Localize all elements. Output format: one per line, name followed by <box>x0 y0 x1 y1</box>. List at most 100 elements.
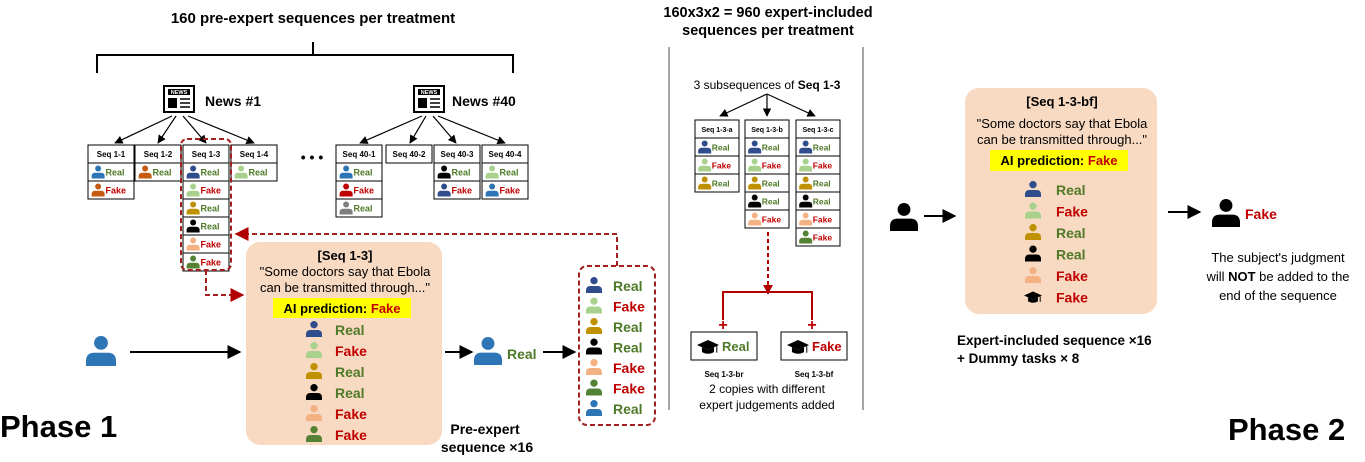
graduation-cap-icon <box>697 340 719 354</box>
dashed-arrow-to-card <box>205 270 245 302</box>
person-icon <box>586 400 602 416</box>
person-icon <box>306 321 322 337</box>
person-icon <box>306 426 322 442</box>
judgment-label: Real <box>152 168 171 178</box>
phase1-label: Phase 1 <box>0 409 117 444</box>
subject-person-icon <box>86 336 116 366</box>
judgment-label: Fake <box>813 215 833 225</box>
phase1-caption-line1: Pre-expert <box>450 421 520 437</box>
person-icon <box>234 165 248 179</box>
person-icon <box>186 237 200 251</box>
news-40-label: News #40 <box>452 93 516 109</box>
judgment-label: Real <box>353 168 372 178</box>
judgment-label: Fake <box>813 233 833 243</box>
ellipsis: • • • <box>301 149 324 165</box>
judgment-label: Real <box>335 385 365 401</box>
sequence-id: Seq 1-3-c <box>802 127 833 134</box>
person-icon <box>186 255 200 269</box>
phase2-subject-judgment: Fake <box>1245 206 1277 222</box>
subsequence-label: 3 subsequences of Seq 1-3 <box>694 78 841 92</box>
judgment-label: Real <box>813 197 831 207</box>
judgment-label: Real <box>1056 225 1086 241</box>
judgment-label: Real <box>762 143 780 153</box>
sequence-id: Seq 1-1 <box>97 150 126 159</box>
person-icon <box>86 336 116 366</box>
judgment-label: Fake <box>200 186 221 196</box>
judgment-label: Fake <box>105 186 126 196</box>
news-badge: NEWS <box>171 90 188 96</box>
person-icon <box>799 230 813 244</box>
person-icon <box>748 158 762 172</box>
card-title: [Seq 1-3] <box>318 248 373 263</box>
judgment-label: Fake <box>335 427 367 443</box>
judgment-label: Fake <box>613 360 645 376</box>
graduation-cap-icon <box>787 340 809 354</box>
person-icon <box>306 384 322 400</box>
news-branch-arrows <box>114 115 506 145</box>
person-icon <box>586 277 602 293</box>
judgment-label: Real <box>613 340 643 356</box>
person-icon <box>186 201 200 215</box>
ai-prediction: AI prediction: Fake <box>1000 153 1117 168</box>
judgment-label: Fake <box>762 215 782 225</box>
subject-judgment-icon <box>474 337 502 365</box>
phase2-subject-icon <box>890 203 918 231</box>
judgment-label: Real <box>613 401 643 417</box>
phase1-card: [Seq 1-3] "Some doctors say that Ebola c… <box>246 242 442 445</box>
person-icon <box>1025 224 1041 240</box>
subsequence-arrows <box>719 93 816 117</box>
judgment-label: Real <box>613 319 643 335</box>
person-icon <box>437 183 451 197</box>
person-icon <box>698 176 712 190</box>
person-icon <box>186 183 200 197</box>
person-icon <box>1025 245 1041 262</box>
card-quote-line1: "Some doctors say that Ebola <box>977 116 1149 131</box>
phase2-caption-line2: + Dummy tasks × 8 <box>957 351 1080 366</box>
person-icon <box>799 176 813 190</box>
judgment-label: Fake <box>613 299 645 315</box>
person-icon <box>1025 181 1041 197</box>
judgment-label: Fake <box>200 240 221 250</box>
copy-id: Seq 1-3-bf <box>795 370 834 379</box>
sequence-id: Seq 1-3-a <box>701 127 732 134</box>
judgment-label: Fake <box>1056 268 1088 284</box>
judgment-label: Fake <box>813 161 833 171</box>
judgment-label: Real <box>353 204 372 214</box>
phase2-note-line1: The subject's judgment <box>1211 250 1345 265</box>
person-icon <box>799 158 813 172</box>
person-icon <box>186 219 200 233</box>
person-icon <box>586 359 602 375</box>
phase1-header: 160 pre-expert sequences per treatment <box>171 10 455 27</box>
judgment-label: Real <box>335 322 365 338</box>
person-icon <box>474 337 502 365</box>
person-icon <box>91 165 105 179</box>
news-1-group: NEWS News #1 <box>163 85 261 113</box>
phase2-judgment-icon <box>1212 199 1240 227</box>
phase1-caption-line2: sequence ×16 <box>441 439 533 455</box>
news-1-label: News #1 <box>205 93 261 109</box>
person-icon <box>586 318 602 334</box>
plus-sign-right: + <box>807 317 816 334</box>
person-icon <box>306 405 322 421</box>
judgment-label: Real <box>200 204 219 214</box>
sequence-id: Seq 40-2 <box>393 150 426 159</box>
person-icon <box>698 140 712 154</box>
person-icon <box>799 140 813 154</box>
judgment-label: Real <box>813 143 831 153</box>
result-sequence-highlight <box>578 265 656 426</box>
person-icon <box>586 297 602 314</box>
judgment-label: Real <box>762 197 780 207</box>
news-40-group: NEWS News #40 <box>413 85 516 113</box>
ai-prediction: AI prediction: Fake <box>283 301 400 316</box>
judgment-label: Fake <box>499 186 520 196</box>
